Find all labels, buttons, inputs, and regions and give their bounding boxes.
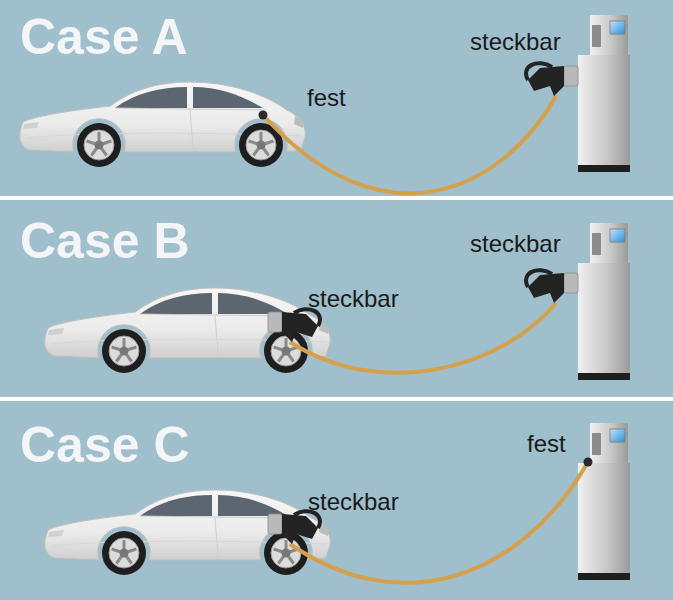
car bbox=[20, 82, 306, 167]
connector-type-label: fest bbox=[307, 86, 346, 110]
panel-c-art bbox=[45, 423, 630, 583]
plug-connector bbox=[526, 63, 578, 96]
charging-station bbox=[578, 15, 630, 172]
connector-type-label: fest bbox=[527, 432, 566, 456]
charging-cable bbox=[290, 462, 588, 583]
charging-cable bbox=[263, 96, 556, 193]
connector-type-label: steckbar bbox=[308, 287, 399, 311]
panel-b-art bbox=[45, 223, 630, 380]
connector-type-label: steckbar bbox=[470, 232, 561, 256]
panel-a-art bbox=[20, 15, 630, 193]
case-title: Case A bbox=[20, 12, 188, 62]
case-title: Case C bbox=[20, 420, 190, 470]
car bbox=[45, 490, 331, 575]
charging-cable bbox=[290, 303, 556, 373]
fixed-socket bbox=[259, 111, 268, 120]
car bbox=[45, 288, 331, 373]
connector-type-label: steckbar bbox=[308, 490, 399, 514]
plug-connector bbox=[526, 270, 578, 303]
case-title: Case B bbox=[20, 216, 190, 266]
charging-station bbox=[578, 423, 630, 580]
plug-connector bbox=[268, 309, 320, 342]
fixed-socket bbox=[584, 458, 593, 467]
plug-connector bbox=[268, 511, 320, 544]
connector-type-label: steckbar bbox=[470, 30, 561, 54]
charging-station bbox=[578, 223, 630, 380]
